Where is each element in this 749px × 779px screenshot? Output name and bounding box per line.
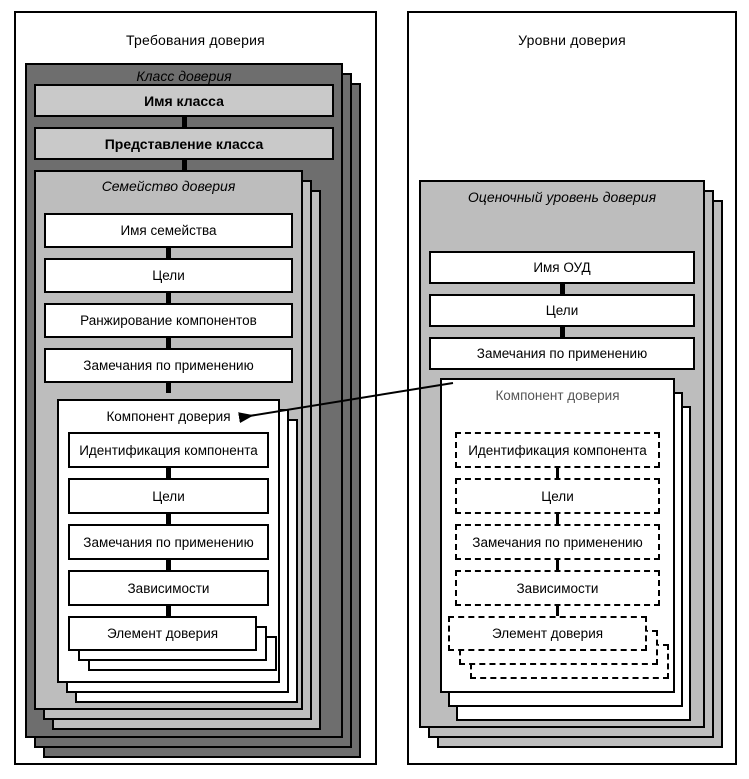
connector [181,117,187,127]
right-panel-title: Уровни доверия [518,32,626,48]
component-dependencies-box: Зависимости [68,570,269,606]
family-ranking-box: Ранжирование компонентов [44,303,293,338]
eal-component-box: Компонент доверия Идентификация компонен… [440,378,675,693]
class-name-box: Имя класса [34,84,334,117]
connector [166,293,171,303]
component-objectives-box: Цели [68,478,269,514]
eal-component-stack: Компонент доверия Идентификация компонен… [440,378,691,721]
assurance-levels-panel: Уровни доверия Оценочный уровень доверия… [407,11,737,765]
left-panel-title: Требования доверия [126,32,265,48]
eal-element-stack: Элемент доверия [448,616,669,679]
family-objectives-box: Цели [44,258,293,293]
component-id-box: Идентификация компонента [68,432,269,468]
connector [166,338,171,348]
eal-box: Оценочный уровень доверия Имя ОУД Цели З… [419,180,705,728]
eal-objectives-box: Цели [429,294,695,327]
family-name-box: Имя семейства [44,213,293,248]
component-app-notes-box: Замечания по применению [68,524,269,560]
eal-element-box: Элемент доверия [448,616,647,651]
connector [559,284,565,294]
assurance-family-header: Семейство доверия [101,178,236,194]
dashed-connector [556,514,559,524]
assurance-requirements-panel: Требования доверия Класс доверия Имя кла… [14,11,377,765]
dashed-connector [556,560,559,570]
connector [559,327,565,337]
eal-stack: Оценочный уровень доверия Имя ОУД Цели З… [419,180,723,748]
family-app-notes-box: Замечания по применению [44,348,293,383]
eal-header: Оценочный уровень доверия [467,189,657,205]
assurance-class-header: Класс доверия [136,68,232,84]
connector [166,514,171,524]
eal-component-header: Компонент доверия [495,388,620,403]
assurance-component-stack: Компонент доверия Идентификация компонен… [57,399,298,703]
assurance-element-stack: Элемент доверия [68,616,277,671]
eal-name-box: Имя ОУД [429,251,695,284]
eal-component-app-notes-box: Замечания по применению [455,524,660,560]
connector [166,560,171,570]
eal-component-dependencies-box: Зависимости [455,570,660,606]
connector [166,383,171,393]
dashed-connector [556,468,559,478]
assurance-element-box: Элемент доверия [68,616,257,651]
assurance-component-box: Компонент доверия Идентификация компонен… [57,399,280,683]
assurance-family-stack: Семейство доверия Имя семейства Цели Ран… [34,170,321,730]
assurance-class-stack: Класс доверия Имя класса Представление к… [25,63,361,758]
assurance-family-box: Семейство доверия Имя семейства Цели Ран… [34,170,303,710]
connector [166,606,171,616]
eal-component-id-box: Идентификация компонента [455,432,660,468]
eal-app-notes-box: Замечания по применению [429,337,695,370]
connector [166,468,171,478]
connector [166,248,171,258]
dashed-connector [556,606,559,616]
assurance-class-box: Класс доверия Имя класса Представление к… [25,63,343,738]
connector [181,160,187,170]
eal-component-objectives-box: Цели [455,478,660,514]
class-presentation-box: Представление класса [34,127,334,160]
assurance-component-header: Компонент доверия [106,409,231,424]
